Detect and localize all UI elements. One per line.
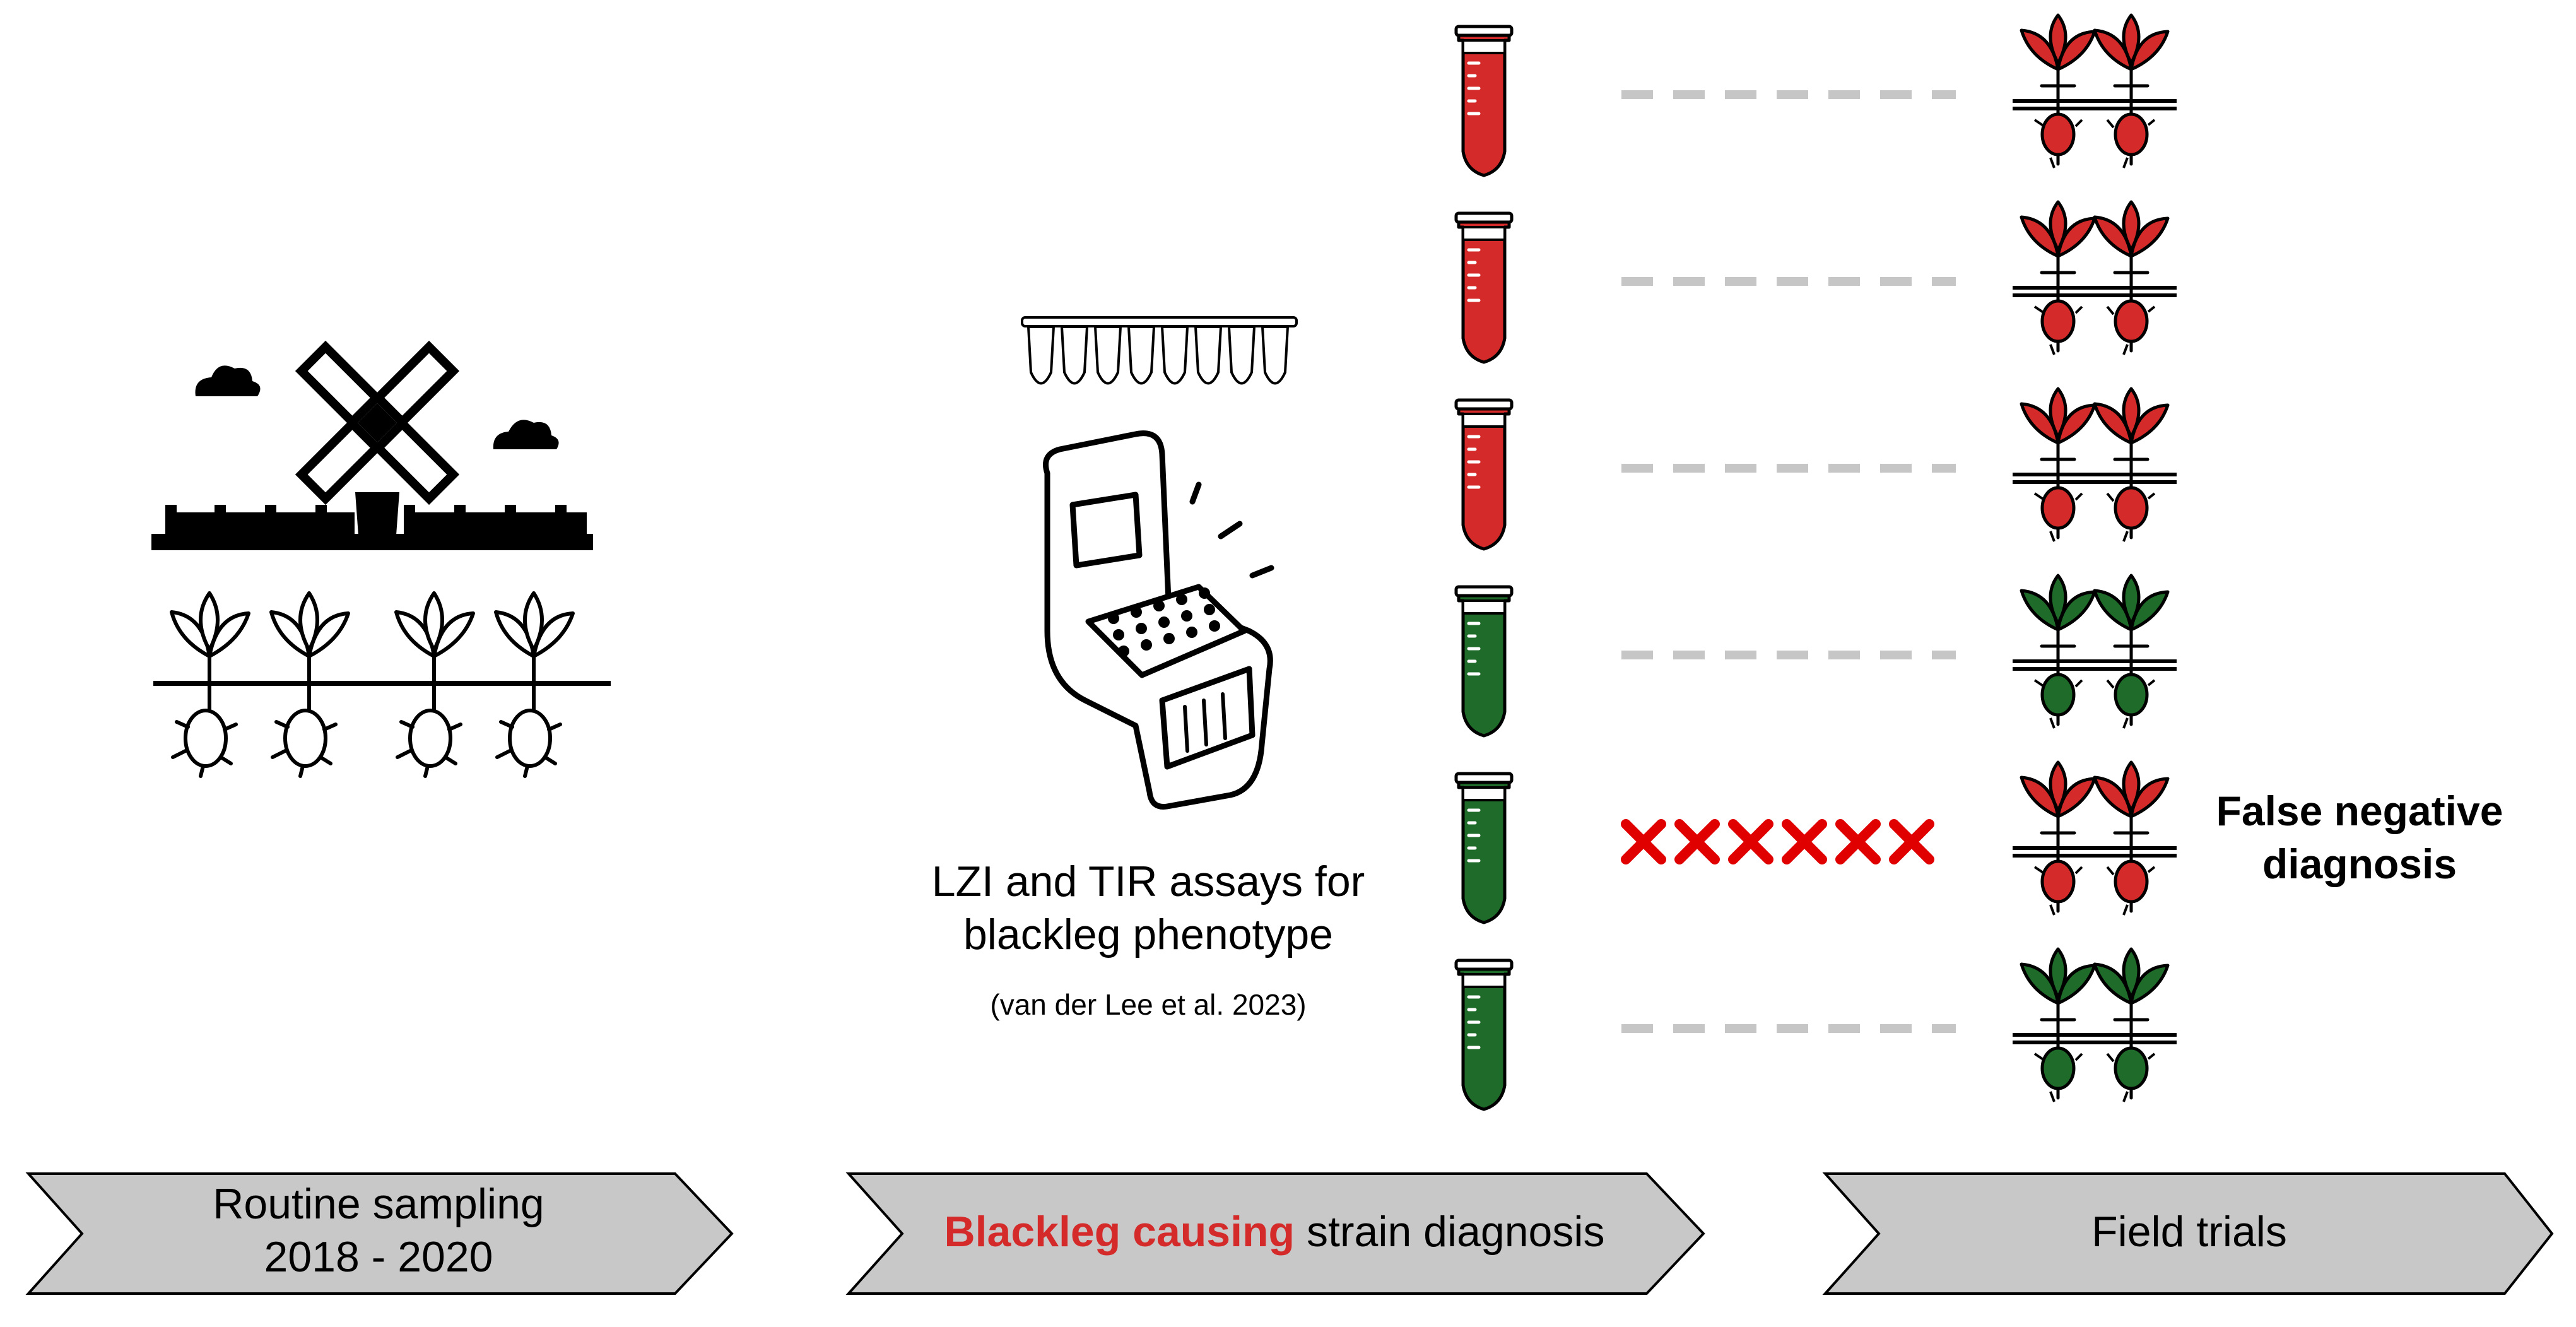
step-arrow-2 <box>845 1172 1705 1295</box>
sample-tube-icon <box>1456 27 1512 175</box>
step-arrows <box>25 1172 2554 1295</box>
cross-mark <box>1889 819 1934 864</box>
pcr-machine-icon <box>1043 430 1274 810</box>
sample-row <box>1456 202 2177 362</box>
sample-row <box>1456 575 2177 736</box>
farm-silhouette <box>151 505 593 550</box>
step-3-line-1: Field trials <box>2091 1208 2287 1256</box>
step-label-2: Blackleg causing strain diagnosis <box>871 1205 1678 1258</box>
plant-pair-icon <box>2013 389 2177 541</box>
cloud-icon <box>195 365 261 396</box>
plant-pair-icon <box>2013 762 2177 915</box>
cross-mark <box>1728 819 1773 864</box>
sample-tube-icon <box>1456 774 1512 923</box>
mismatch-crosses <box>1621 819 1934 864</box>
cross-mark <box>1674 819 1720 864</box>
assay-label: LZI and TIR assays for blackleg phenotyp… <box>890 855 1407 961</box>
plant-pair-icon <box>2013 15 2177 168</box>
false-negative-line-1: False negative <box>2216 787 2503 834</box>
assay-line-1: LZI and TIR assays for <box>931 858 1365 905</box>
step-label-3: Field trials <box>1943 1205 2435 1258</box>
plant-pair-icon <box>2013 575 2177 728</box>
plant-pair-icon <box>2013 949 2177 1102</box>
assay-line-2: blackleg phenotype <box>963 911 1333 958</box>
sample-row <box>1456 389 2177 549</box>
step-1-line-2: 2018 - 2020 <box>264 1233 493 1281</box>
step-2-rest: strain diagnosis <box>1295 1208 1605 1256</box>
plant-pair-icon <box>2013 202 2177 355</box>
farm-scene <box>151 340 611 776</box>
sample-tube-icon <box>1456 213 1512 362</box>
sample-row <box>1456 15 2177 175</box>
sample-rows <box>1456 15 2177 1109</box>
sample-row <box>1456 762 2177 923</box>
step-2-highlight: Blackleg causing <box>944 1208 1295 1256</box>
step-arrow-1 <box>25 1172 734 1295</box>
sample-row <box>1456 949 2177 1109</box>
sample-tube-icon <box>1456 400 1512 549</box>
step-1-line-1: Routine sampling <box>213 1180 544 1228</box>
step-arrow-3 <box>1822 1172 2554 1295</box>
cloud-icon <box>493 420 559 449</box>
cross-mark <box>1621 819 1666 864</box>
false-negative-line-2: diagnosis <box>2262 840 2457 887</box>
cross-mark <box>1782 819 1827 864</box>
windmill-icon <box>295 340 460 535</box>
step-label-1: Routine sampling 2018 - 2020 <box>126 1177 631 1283</box>
cross-mark <box>1835 819 1881 864</box>
false-negative-label: False negative diagnosis <box>2170 784 2549 890</box>
sample-tube-icon <box>1456 960 1512 1109</box>
sample-tube-icon <box>1456 587 1512 736</box>
pcr-strip-icon <box>1021 316 1298 385</box>
assay-citation: (van der Lee et al. 2023) <box>990 988 1307 1021</box>
